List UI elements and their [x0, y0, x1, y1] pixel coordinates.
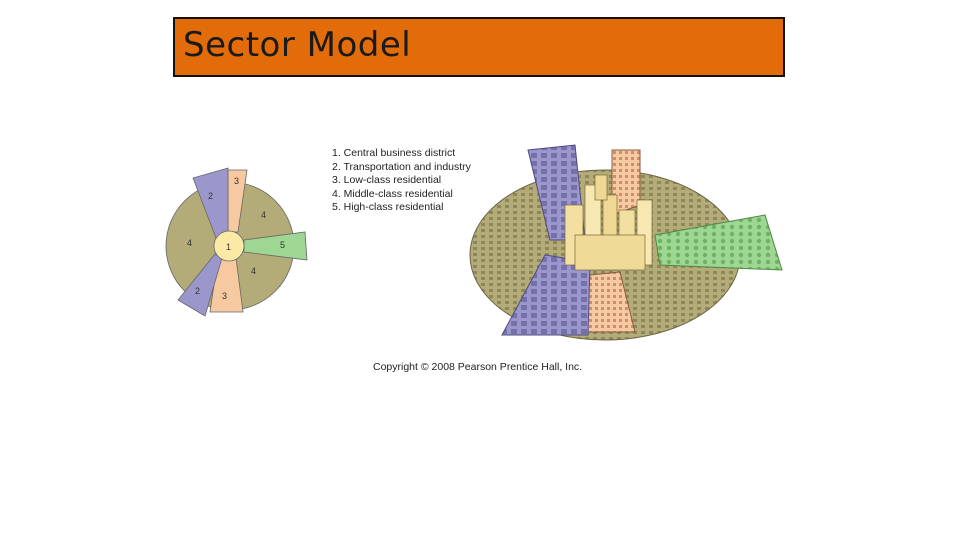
label-middle-right-top: 4 — [261, 210, 266, 220]
cbd-circle — [213, 230, 245, 262]
legend-item-transport: 2. Transportation and industry — [332, 160, 471, 173]
legend: 1. Central business district 2. Transpor… — [332, 147, 471, 215]
label-middle-right-bottom: 4 — [251, 266, 256, 276]
sector-diagram: 1 2 2 3 3 4 4 4 5 — [165, 167, 308, 317]
label-transport-bottom: 2 — [195, 286, 200, 296]
page-title: Sector Model — [183, 25, 412, 65]
legend-item-high-class: 5. High-class residential — [332, 201, 444, 213]
city-illustration — [469, 144, 783, 341]
copyright-text: Copyright © 2008 Pearson Prentice Hall, … — [373, 361, 583, 373]
label-high: 5 — [280, 240, 285, 250]
city-high-class — [654, 214, 783, 271]
label-cbd: 1 — [226, 242, 231, 252]
city-cbd — [564, 174, 653, 271]
label-low-bottom: 3 — [222, 291, 227, 301]
legend-item-middle-class: 4. Middle-class residential — [332, 187, 453, 200]
label-low-top: 3 — [234, 176, 239, 186]
legend-item-low-class: 3. Low-class residential — [332, 174, 442, 186]
title-banner: Sector Model — [173, 17, 785, 77]
label-transport-top: 2 — [208, 191, 213, 201]
legend-item-cbd: 1. Central business district — [332, 147, 456, 159]
label-middle-left: 4 — [187, 238, 192, 248]
